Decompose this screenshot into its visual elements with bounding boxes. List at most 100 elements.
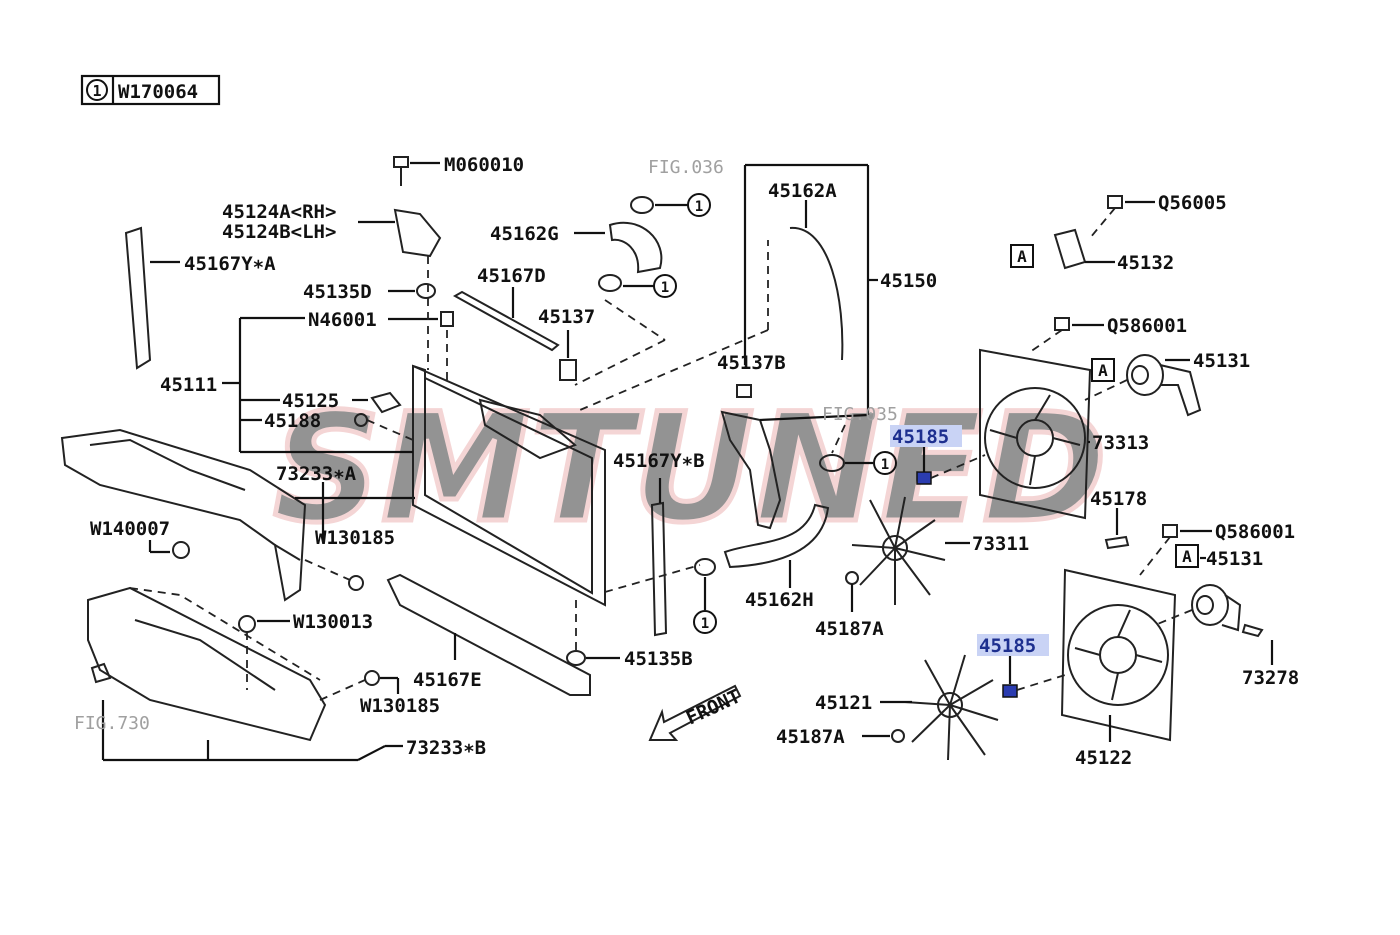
seal-45167d xyxy=(452,290,560,352)
bolt-45185-upper xyxy=(916,471,932,485)
radiator-upper-tank xyxy=(478,398,577,460)
fan-73311 xyxy=(851,496,946,605)
clip-w140007 xyxy=(172,541,190,559)
label-45178: 45178 xyxy=(1090,488,1147,510)
label-45187a-2: 45187A xyxy=(776,726,845,748)
label-45125: 45125 xyxy=(282,390,339,412)
label-45135b: 45135B xyxy=(624,648,693,670)
label-45162a: 45162A xyxy=(768,180,837,202)
fan-nut-45187a-lower xyxy=(891,729,905,743)
label-45131-b: 45131 xyxy=(1206,548,1263,570)
highlight-45185-lower xyxy=(977,634,1049,656)
label-45185-b: 45185 xyxy=(979,635,1036,657)
watermark-text: SMTUNED xyxy=(273,382,1107,556)
callout-1-a: 1 xyxy=(695,199,703,215)
ref-fig730: FIG.730 xyxy=(74,713,150,734)
reservoir-tank-45150 xyxy=(720,410,782,530)
fan-45121 xyxy=(904,654,999,761)
header-callout-symbol: 1 xyxy=(92,82,101,100)
label-45167d: 45167D xyxy=(477,265,546,287)
label-w130185-a: W130185 xyxy=(315,527,395,549)
label-q586001-a: Q586001 xyxy=(1107,315,1187,337)
lower-air-guide xyxy=(87,586,327,742)
label-45132: 45132 xyxy=(1117,252,1174,274)
bolt-q586001-lower xyxy=(1162,524,1178,538)
label-73233b: 73233∗B xyxy=(406,737,486,759)
label-45167e: 45167E xyxy=(413,669,482,691)
fan-nut-45187a-upper xyxy=(845,571,859,585)
radiator-core xyxy=(412,364,606,607)
hose-clamp-engine xyxy=(819,454,845,472)
label-45167ya: 45167Y∗A xyxy=(184,253,276,275)
label-45137: 45137 xyxy=(538,306,595,328)
radiator-cap-45137 xyxy=(559,359,577,381)
clip-w130185-upper xyxy=(348,575,364,591)
air-guide-strip-b xyxy=(650,501,668,637)
label-45167yb: 45167Y∗B xyxy=(613,450,705,472)
highlight-45185-upper xyxy=(890,425,962,447)
drain-plug-n46001 xyxy=(440,311,454,327)
cushion-45135d xyxy=(416,283,436,299)
label-73313: 73313 xyxy=(1092,432,1149,454)
label-q56005: Q56005 xyxy=(1158,192,1227,214)
label-q586001-b: Q586001 xyxy=(1215,521,1295,543)
label-45111: 45111 xyxy=(160,374,217,396)
header-callout: 1 W170064 xyxy=(80,74,221,106)
callout-1-d: 1 xyxy=(881,457,889,473)
label-n46001: N46001 xyxy=(308,309,377,331)
drain-cock-45125 xyxy=(370,391,402,414)
ref-fig036: FIG.036 xyxy=(648,157,724,178)
label-w130013: W130013 xyxy=(293,611,373,633)
label-w130185-b: W130185 xyxy=(360,695,440,717)
clip-w130013 xyxy=(238,615,256,633)
fan-shroud-73313 xyxy=(979,348,1092,520)
upper-air-deflector xyxy=(60,428,307,602)
bolt-q586001-upper xyxy=(1054,317,1070,331)
lower-seal-45167e xyxy=(386,573,591,696)
bolt-m060010 xyxy=(393,156,409,168)
label-45162h: 45162H xyxy=(745,589,814,611)
callout-a-2: A xyxy=(1017,247,1027,266)
hose-clamp-upper xyxy=(630,196,654,214)
overflow-hose-45162a xyxy=(789,226,844,361)
label-45131-a: 45131 xyxy=(1193,350,1250,372)
label-45124b: 45124B<LH> xyxy=(222,221,336,243)
label-45121: 45121 xyxy=(815,692,872,714)
ref-fig035: FIG.035 xyxy=(822,404,898,425)
air-guide-strip-a xyxy=(124,226,152,370)
label-front: FRONT xyxy=(683,685,744,729)
lower-hose-45162h xyxy=(723,503,830,569)
header-callout-code: W170064 xyxy=(118,81,198,103)
clip-45178 xyxy=(1104,535,1130,550)
fan-motor-45131-lower xyxy=(1191,584,1242,632)
front-direction-arrow: FRONT xyxy=(648,684,744,741)
hose-clamp-bottom xyxy=(694,558,716,576)
label-73311: 73311 xyxy=(972,533,1029,555)
bracket-45132 xyxy=(1053,228,1087,270)
label-45162g: 45162G xyxy=(490,223,559,245)
clip-w130185-lower xyxy=(364,670,380,686)
label-m060010: M060010 xyxy=(444,154,524,176)
hose-clamp-lower xyxy=(598,274,622,292)
bolt-45185-lower xyxy=(1002,684,1018,698)
label-45124a: 45124A<RH> xyxy=(222,201,336,223)
label-45122: 45122 xyxy=(1075,747,1132,769)
label-w140007: W140007 xyxy=(90,518,170,540)
reservoir-cap-45137b xyxy=(736,384,752,398)
label-45188: 45188 xyxy=(264,410,321,432)
label-73278: 73278 xyxy=(1242,667,1299,689)
label-45187a-1: 45187A xyxy=(815,618,884,640)
cushion-45135b xyxy=(566,650,586,666)
callout-1-c: 1 xyxy=(701,616,709,632)
clip-73278 xyxy=(1241,623,1264,638)
radiator-bracket-45124 xyxy=(393,208,442,258)
upper-hose-45162g xyxy=(608,221,663,274)
label-45185-a: 45185 xyxy=(892,426,949,448)
callout-a-1: A xyxy=(1098,361,1108,380)
label-45150: 45150 xyxy=(880,270,937,292)
label-73233a: 73233∗A xyxy=(276,463,357,485)
fan-motor-45131-upper xyxy=(1126,354,1202,417)
bolt-q56005 xyxy=(1107,195,1123,209)
